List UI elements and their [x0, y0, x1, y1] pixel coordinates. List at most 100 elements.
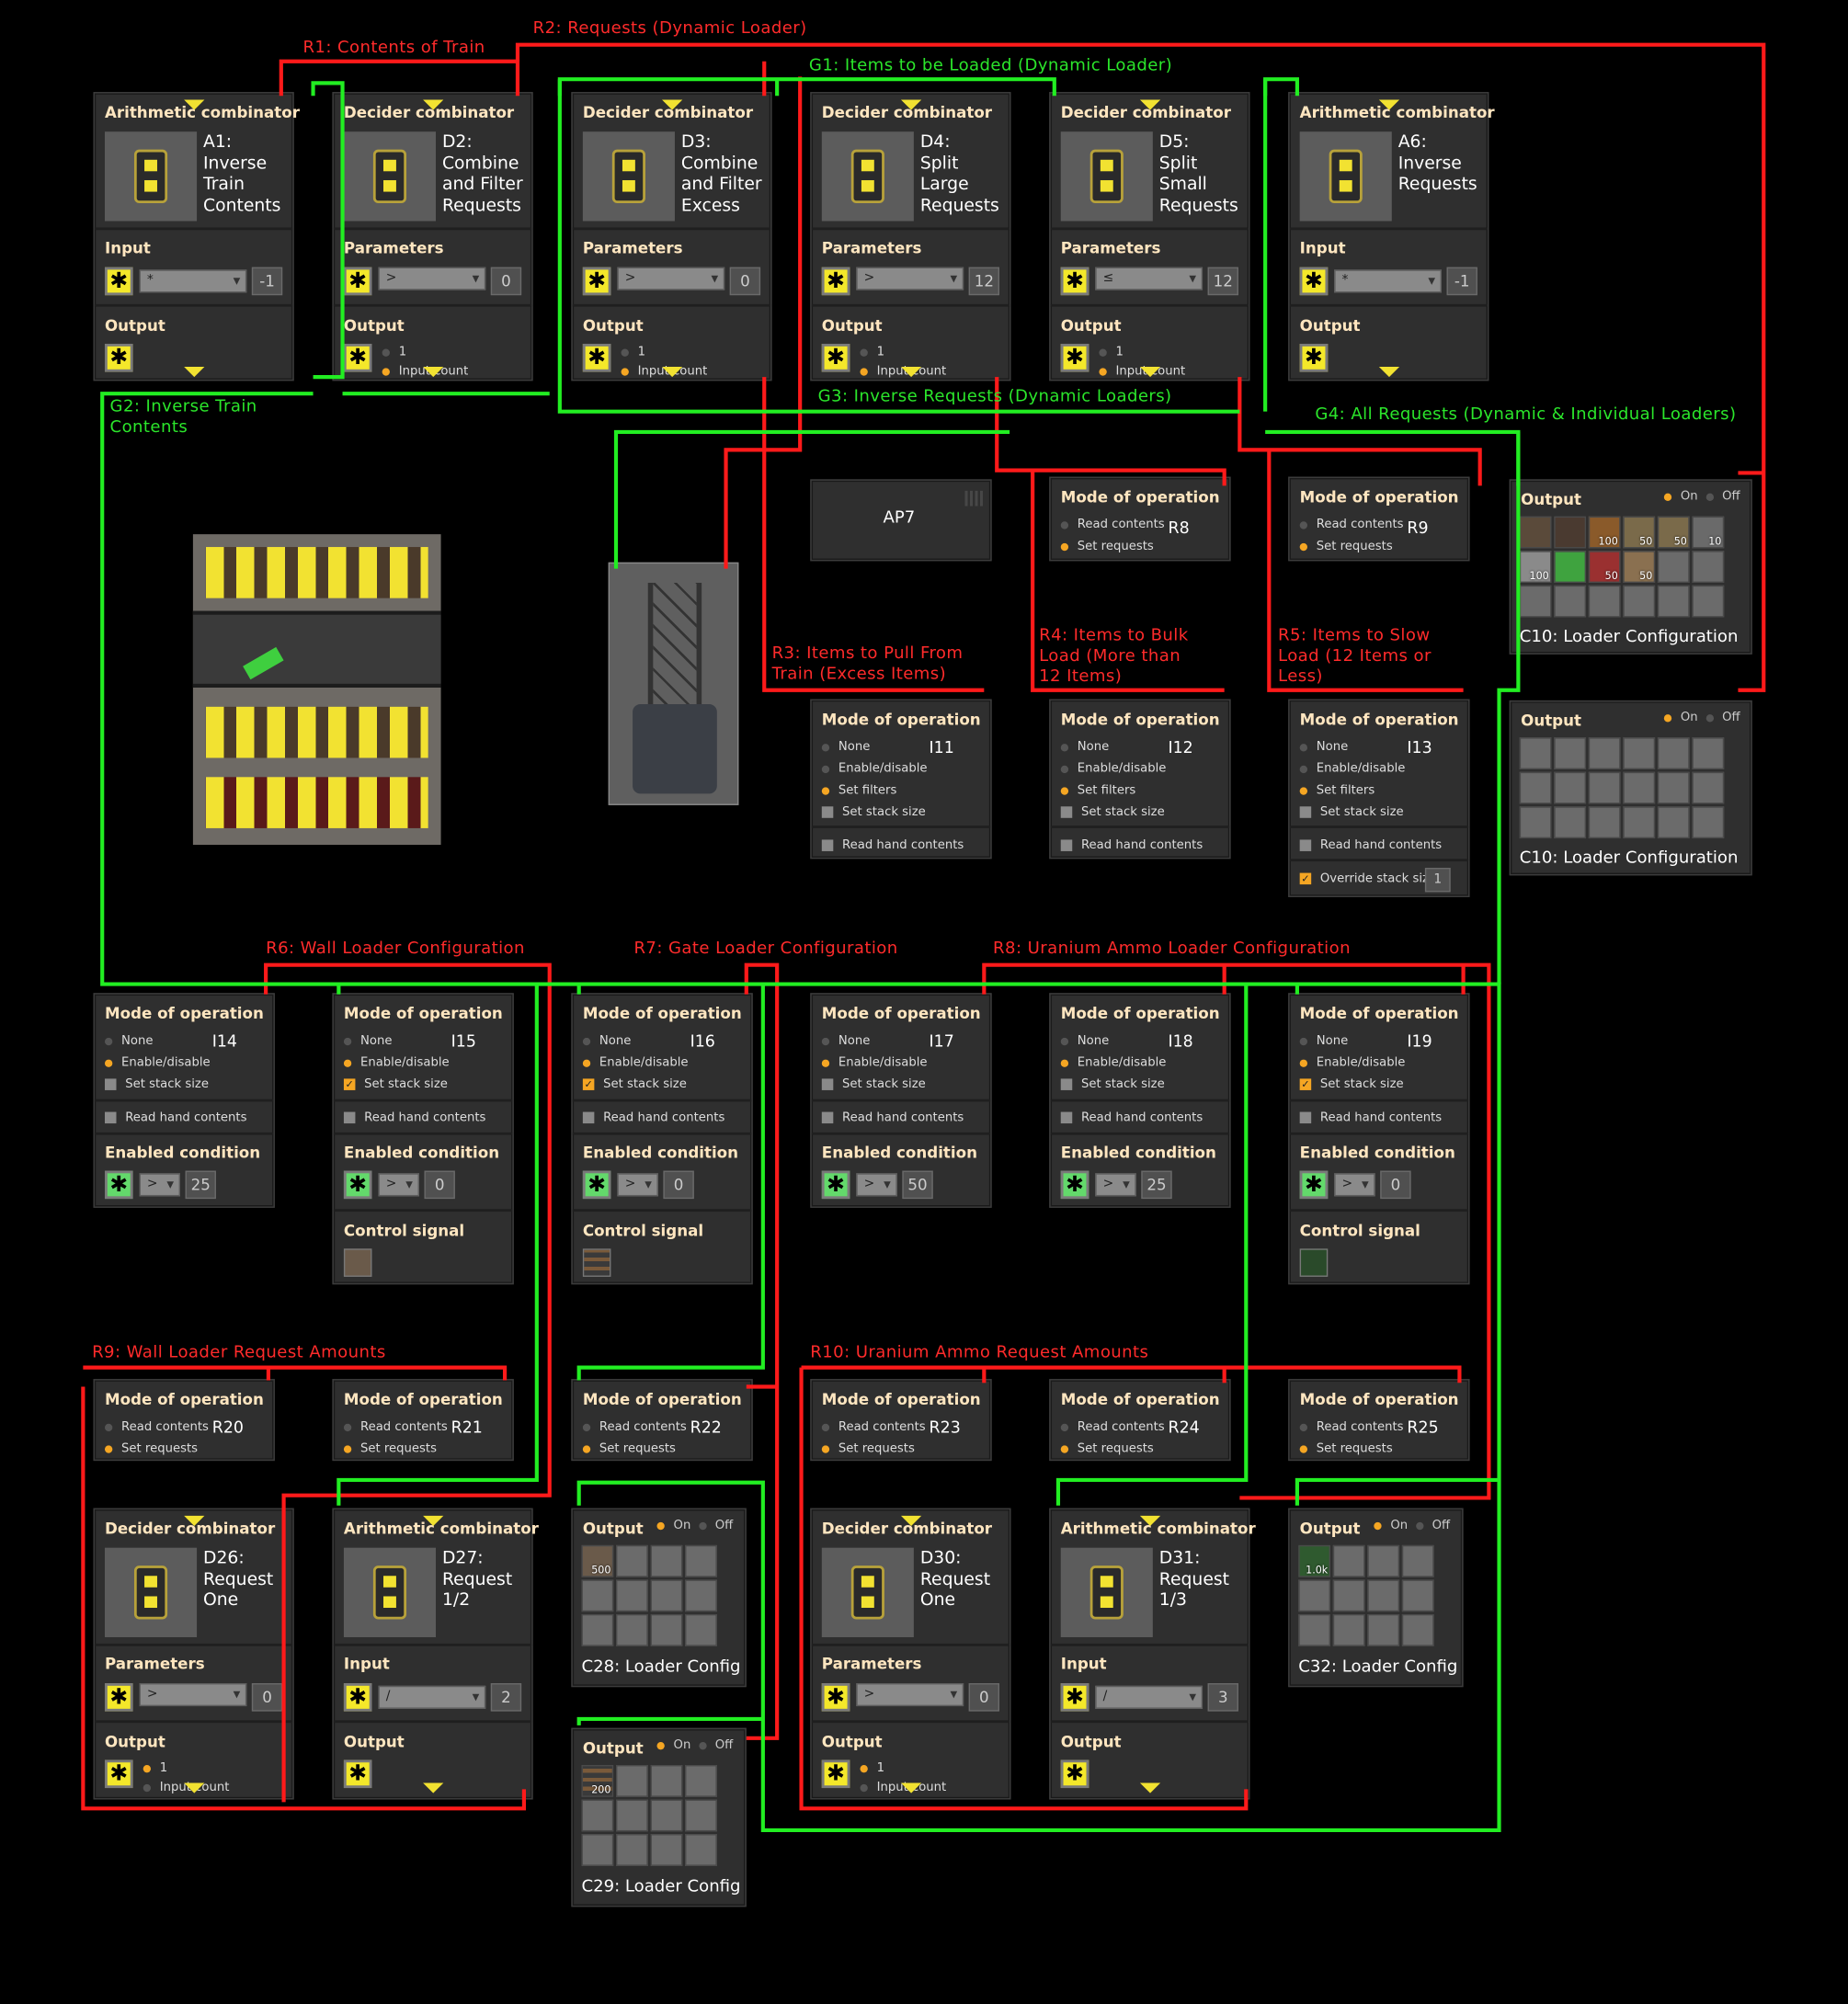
- each-signal-icon[interactable]: ✱: [104, 267, 133, 296]
- read-hand-checkbox[interactable]: Read hand contents: [104, 1110, 246, 1124]
- set-stack-size-checkbox[interactable]: Set stack size: [1299, 805, 1404, 819]
- set-stack-size-checkbox[interactable]: Set stack size: [1060, 1077, 1165, 1091]
- constant-field[interactable]: 12: [968, 267, 1000, 296]
- requester-r22[interactable]: Mode of operation Read contents Set requ…: [571, 1379, 753, 1462]
- combinator-d26[interactable]: Decider combinator D26: Request One Para…: [93, 1508, 294, 1800]
- gate-signal-icon[interactable]: [582, 1248, 611, 1277]
- on-off-toggle[interactable]: On Off: [1374, 1519, 1450, 1532]
- operator-dropdown[interactable]: *: [1334, 269, 1442, 293]
- set-stack-size-checkbox[interactable]: ✓Set stack size: [343, 1077, 448, 1092]
- each-signal-icon[interactable]: ✱: [1060, 1170, 1089, 1200]
- on-off-toggle[interactable]: On Off: [656, 1738, 733, 1752]
- read-contents-option[interactable]: Read contents: [1060, 518, 1165, 531]
- set-filters-option[interactable]: Set filters: [821, 783, 896, 798]
- requester-r25[interactable]: Mode of operation Read contents Set requ…: [1288, 1379, 1470, 1462]
- inserter-i14[interactable]: Mode of operation I14 None Enable/disabl…: [93, 993, 275, 1208]
- on-off-toggle[interactable]: On Off: [1663, 489, 1740, 504]
- none-option[interactable]: None: [1060, 1034, 1109, 1048]
- each-signal-icon[interactable]: ✱: [821, 1170, 850, 1200]
- read-contents-option[interactable]: Read contents: [104, 1420, 209, 1434]
- requester-r21[interactable]: Mode of operation Read contents Set requ…: [332, 1379, 514, 1462]
- none-option[interactable]: None: [104, 1034, 154, 1048]
- operator-dropdown[interactable]: >: [856, 1683, 964, 1707]
- each-signal-icon[interactable]: ✱: [821, 1683, 850, 1712]
- enable-disable-option[interactable]: Enable/disable: [104, 1055, 211, 1070]
- each-signal-icon[interactable]: ✱: [1299, 343, 1329, 372]
- override-stack-checkbox[interactable]: ✓Override stack size: [1299, 871, 1437, 886]
- chest-c29[interactable]: Output On Off 200 C29: Loader Config: [571, 1727, 747, 1907]
- output-one-option[interactable]: 1: [860, 345, 884, 359]
- inserter-i18[interactable]: Mode of operation I18 None Enable/disabl…: [1049, 993, 1231, 1208]
- read-contents-option[interactable]: Read contents: [343, 1420, 448, 1434]
- combinator-d31[interactable]: Arithmetic combinator D31: Request 1/3 I…: [1049, 1508, 1256, 1800]
- enable-disable-option[interactable]: Enable/disable: [343, 1055, 450, 1070]
- enable-disable-option[interactable]: Enable/disable: [821, 1055, 927, 1070]
- constant-field[interactable]: 0: [1380, 1170, 1411, 1200]
- each-signal-icon[interactable]: ✱: [343, 1683, 372, 1712]
- none-option[interactable]: None: [1060, 740, 1109, 754]
- inserter-i13[interactable]: Mode of operation I13 None Enable/disabl…: [1288, 699, 1470, 897]
- output-one-option[interactable]: 1: [143, 1761, 167, 1775]
- signal-grid[interactable]: [1519, 737, 1725, 839]
- each-signal-icon[interactable]: ✱: [582, 343, 611, 372]
- read-contents-option[interactable]: Read contents: [582, 1420, 687, 1434]
- each-signal-icon[interactable]: ✱: [104, 343, 133, 372]
- each-signal-icon[interactable]: ✱: [1060, 1683, 1089, 1712]
- operator-dropdown[interactable]: ≤: [1095, 267, 1203, 290]
- read-hand-checkbox[interactable]: Read hand contents: [1299, 838, 1442, 852]
- output-one-option[interactable]: 1: [860, 1761, 884, 1775]
- combinator-a6[interactable]: Arithmetic combinator A6: Inverse Reques…: [1288, 92, 1495, 381]
- read-contents-option[interactable]: Read contents: [1060, 1420, 1165, 1434]
- output-one-option[interactable]: 1: [621, 345, 645, 359]
- combinator-d27[interactable]: Arithmetic combinator D27: Request 1/2 I…: [332, 1508, 539, 1800]
- requester-r8[interactable]: Mode of operation Read contents Set requ…: [1049, 476, 1231, 562]
- read-contents-option[interactable]: Read contents: [1299, 1420, 1404, 1434]
- enable-disable-option[interactable]: Enable/disable: [1299, 1055, 1405, 1070]
- read-hand-checkbox[interactable]: Read hand contents: [1060, 838, 1203, 852]
- operator-dropdown[interactable]: >: [617, 1173, 658, 1197]
- constant-field[interactable]: 25: [1141, 1170, 1172, 1200]
- wall-signal-icon[interactable]: [343, 1248, 372, 1277]
- read-contents-option[interactable]: Read contents: [1299, 518, 1404, 531]
- each-signal-icon[interactable]: ✱: [582, 1170, 611, 1200]
- set-stack-size-checkbox[interactable]: Set stack size: [104, 1077, 209, 1091]
- constant-field[interactable]: 25: [185, 1170, 216, 1200]
- operator-dropdown[interactable]: >: [1095, 1173, 1136, 1197]
- set-requests-option[interactable]: Set requests: [104, 1441, 198, 1456]
- operator-dropdown[interactable]: /: [378, 1685, 486, 1709]
- none-option[interactable]: None: [1299, 740, 1348, 754]
- requester-r20[interactable]: Mode of operation Read contents Set requ…: [93, 1379, 275, 1462]
- operator-dropdown[interactable]: >: [139, 1173, 180, 1197]
- read-hand-checkbox[interactable]: Read hand contents: [821, 1110, 964, 1124]
- inserter-i11[interactable]: Mode of operation I11 None Enable/disabl…: [810, 699, 992, 860]
- each-signal-icon[interactable]: ✱: [343, 1170, 372, 1200]
- output-one-option[interactable]: 1: [382, 345, 406, 359]
- constant-field[interactable]: 0: [424, 1170, 455, 1200]
- requester-r23[interactable]: Mode of operation Read contents Set requ…: [810, 1379, 992, 1462]
- constant-field[interactable]: 2: [490, 1683, 522, 1712]
- none-option[interactable]: None: [1299, 1034, 1348, 1048]
- read-hand-checkbox[interactable]: Read hand contents: [343, 1110, 485, 1124]
- operator-dropdown[interactable]: >: [139, 1683, 247, 1707]
- signal-grid[interactable]: 100 50 50 10 100 50 50: [1519, 516, 1725, 618]
- set-filters-option[interactable]: Set filters: [1299, 783, 1375, 798]
- inserter-i19[interactable]: Mode of operation I19 None Enable/disabl…: [1288, 993, 1470, 1285]
- each-signal-icon[interactable]: ✱: [821, 1759, 850, 1789]
- constant-field[interactable]: 12: [1207, 267, 1238, 296]
- each-signal-icon[interactable]: ✱: [821, 267, 850, 296]
- each-signal-icon[interactable]: ✱: [104, 1170, 133, 1200]
- chest-c10-filled[interactable]: Output On Off 100 50 50 10 100 50 50 C10…: [1509, 479, 1752, 655]
- read-contents-option[interactable]: Read contents: [821, 1420, 926, 1434]
- read-hand-checkbox[interactable]: Read hand contents: [1060, 1110, 1203, 1124]
- set-stack-size-checkbox[interactable]: ✓Set stack size: [1299, 1077, 1404, 1092]
- each-signal-icon[interactable]: ✱: [343, 1759, 372, 1789]
- none-option[interactable]: None: [343, 1034, 392, 1048]
- operator-dropdown[interactable]: /: [1095, 1685, 1203, 1709]
- each-signal-icon[interactable]: ✱: [1060, 267, 1089, 296]
- operator-dropdown[interactable]: >: [856, 267, 964, 290]
- inserter-i15[interactable]: Mode of operation I15 None Enable/disabl…: [332, 993, 514, 1285]
- operator-dropdown[interactable]: >: [378, 1173, 419, 1197]
- none-option[interactable]: None: [821, 740, 870, 754]
- combinator-a1[interactable]: Arithmetic combinator A1: Inverse Train …: [93, 92, 300, 381]
- combinator-d3[interactable]: Decider combinator D3: Combine and Filte…: [571, 92, 772, 381]
